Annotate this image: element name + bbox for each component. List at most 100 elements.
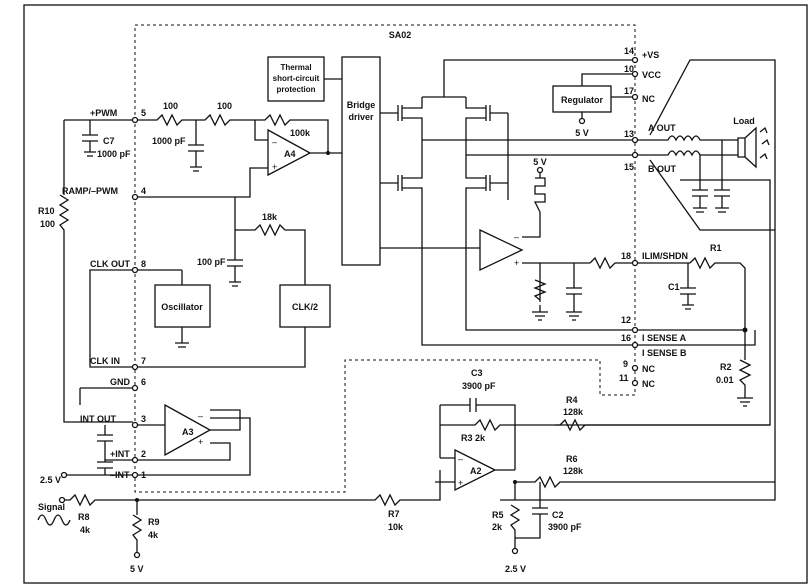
label-amps-a4: A4 <box>284 149 296 159</box>
label-components-c1000: 1000 pF <box>152 136 186 146</box>
label-components-c1: C1 <box>668 282 680 292</box>
label-components-c3: C3 <box>471 368 483 378</box>
output-filter-and-load: Load <box>500 59 776 501</box>
regulator-block: Regulator 5 V <box>552 73 635 138</box>
label-components-c7v: 1000 pF <box>97 149 131 159</box>
label-pins-nc11: NC <box>642 379 655 389</box>
label-pins-intout: INT OUT <box>80 414 116 424</box>
label-components-r1: R1 <box>710 243 722 253</box>
label-pins-ramp: RAMP/–PWM <box>62 186 118 196</box>
label-pins-p8: 8 <box>141 259 146 269</box>
label-components-r7v: 10k <box>388 522 404 532</box>
label-components-r2v: 0.01 <box>716 375 734 385</box>
label-pins-clkin: CLK IN <box>90 356 120 366</box>
svg-text:+: + <box>514 258 519 268</box>
svg-text:–: – <box>272 137 277 147</box>
label-pins-clkout: CLK OUT <box>90 259 130 269</box>
supply-5v-mid: 5 V <box>533 157 547 167</box>
label-amps-a2: A2 <box>470 466 482 476</box>
h-bridge-mosfets <box>380 59 635 346</box>
regulator-label: Regulator <box>561 95 604 105</box>
label-components-r5: R5 <box>492 510 504 520</box>
label-pins-p12: 12 <box>621 315 631 325</box>
sense-network: R1 C1 R2 0.01 <box>637 243 756 407</box>
label-pins-pwm: +PWM <box>90 108 117 118</box>
left-pins: 5 +PWM 4 RAMP/–PWM 8 CLK OUT 7 CLK IN 6 GND 3… <box>62 108 146 480</box>
label-pins-ilim: ILIM/SHDN <box>642 251 688 261</box>
label-components-r8v: 4k <box>80 525 91 535</box>
svg-text:+: + <box>272 162 277 172</box>
label-blocks-clk2: CLK/2 <box>292 302 318 312</box>
label-components-c3v: 3900 pF <box>462 381 496 391</box>
load-label: Load <box>733 116 755 126</box>
label-pins-p2: 2 <box>141 449 146 459</box>
label-pins-vs: +VS <box>642 50 659 60</box>
label-pins-p5: 5 <box>141 108 146 118</box>
label-pins-nc9: NC <box>642 364 655 374</box>
label-pins-bout: B OUT <box>648 164 677 174</box>
label-pins-p4: 4 <box>141 186 146 196</box>
label-pins-p15: 15 <box>624 162 634 172</box>
label-amps-a3: A3 <box>182 427 194 437</box>
label-pins-p16: 16 <box>621 333 631 343</box>
svg-text:–: – <box>458 454 463 464</box>
clock-network: 18k 100 pF CLK/2 Oscillator <box>89 197 331 368</box>
label-pins-p7: 7 <box>141 356 146 366</box>
bridge-driver-block: Bridge driver <box>341 56 381 266</box>
thermal-line-2: short-circuit <box>273 74 320 83</box>
label-blocks-oscillator: Oscillator <box>161 302 203 312</box>
label-pins-gnd: GND <box>110 377 131 387</box>
label-components-r4: R4 <box>566 395 578 405</box>
label-pins-isenseb: I SENSE B <box>642 348 687 358</box>
label-components-r10v: 100 <box>40 219 55 229</box>
label-components-r100b: 100 <box>217 101 232 111</box>
label-components-signal: Signal <box>38 502 65 512</box>
label-components-r6v: 128k <box>563 466 584 476</box>
label-pins-p6: 6 <box>141 377 146 387</box>
label-pins-p10: 10 <box>624 64 634 74</box>
label-components-r2: R2 <box>720 362 732 372</box>
a3-integrator: A3 – + 2.5 V <box>40 387 251 485</box>
label-pins-p9: 9 <box>623 359 628 369</box>
svg-text:+: + <box>458 478 463 488</box>
thermal-line-3: protection <box>276 85 315 94</box>
label-components-c100: 100 pF <box>197 257 226 267</box>
signal-input: Signal R8 4k R7 10k R9 4k 5 V <box>37 470 441 574</box>
label-components-r100a: 100 <box>163 101 178 111</box>
label-components-r100k: 100k <box>290 128 311 138</box>
bridge-line-1: Bridge <box>347 100 376 110</box>
label-components-r9: R9 <box>148 517 160 527</box>
a2-amplifier: A2 – + C3 3900 pF R3 2k R4 128k R6 128k … <box>435 368 775 574</box>
label-pins-aout: A OUT <box>648 123 676 133</box>
label-components-r7: R7 <box>388 509 400 519</box>
package-title: SA02 <box>389 30 412 40</box>
ilim-comparator: – + 5 V <box>479 157 635 321</box>
label-components-c2: C2 <box>552 510 564 520</box>
label-pins-nc17: NC <box>642 94 655 104</box>
label-components-r8: R8 <box>78 512 90 522</box>
label-pins-vcc: VCC <box>642 70 662 80</box>
label-components-c2v: 3900 pF <box>548 522 582 532</box>
svg-text:–: – <box>514 232 519 242</box>
label-pins-p13: 13 <box>624 129 634 139</box>
label-pins-pint: +INT <box>110 449 130 459</box>
thermal-protection-block: Thermal short-circuit protection <box>267 56 325 102</box>
svg-text:–: – <box>198 411 203 421</box>
label-pins-p17: 17 <box>624 86 634 96</box>
label-components-v25b: 2.5 V <box>505 564 526 574</box>
label-components-r3: R3 2k <box>461 433 486 443</box>
label-components-v5b: 5 V <box>130 564 144 574</box>
label-components-c7: C7 <box>103 136 115 146</box>
label-components-r9v: 4k <box>148 530 159 540</box>
label-pins-p14: 14 <box>624 46 634 56</box>
label-pins-p3: 3 <box>141 414 146 424</box>
sa02-package-outline <box>134 24 636 493</box>
label-components-r5v: 2k <box>492 522 503 532</box>
label-pins-p18: 18 <box>621 251 631 261</box>
label-components-r10: R10 <box>38 206 55 216</box>
label-components-r4v: 128k <box>563 407 584 417</box>
label-components-r6: R6 <box>566 454 578 464</box>
label-pins-p11: 11 <box>619 373 629 383</box>
